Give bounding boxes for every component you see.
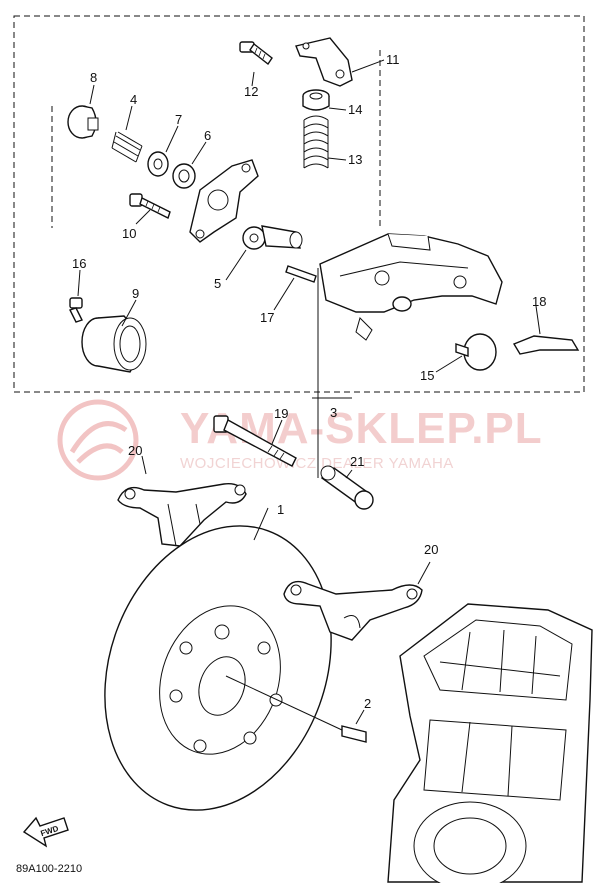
callout-18: 18 — [532, 294, 546, 309]
part-5-gear — [225, 225, 303, 281]
part-11-bracket — [295, 37, 385, 87]
part-19-bolt — [213, 415, 297, 467]
watermark: YAMA-SKLEP.PL WOJCIECHOWICZ DEALER YAMAH… — [57, 399, 542, 481]
part-21-sleeve — [320, 465, 374, 510]
diagram-code: 89A100-2210 — [16, 863, 82, 875]
callout-21: 21 — [350, 454, 364, 469]
callout-19: 19 — [274, 406, 288, 421]
part-20-pad-lower — [283, 561, 431, 641]
callout-4: 4 — [130, 92, 137, 107]
part-13-spring — [303, 115, 347, 169]
part-20-pad-upper — [117, 455, 247, 547]
callout-20-lower: 20 — [424, 542, 438, 557]
part-3-caliper-body — [319, 233, 503, 341]
part-1-brake-disc — [104, 507, 332, 811]
callout-5: 5 — [214, 276, 221, 291]
fwd-arrow-icon: FWD — [22, 816, 69, 848]
part-9-cover — [81, 299, 147, 373]
part-14-collar — [302, 89, 347, 111]
callout-3: 3 — [330, 405, 337, 420]
callouts: 1 2 3 4 5 6 7 8 9 10 11 12 13 14 15 16 1… — [72, 52, 546, 711]
callout-6: 6 — [204, 128, 211, 143]
part-12-bolt — [239, 41, 273, 87]
part-4-spring — [111, 105, 143, 163]
callout-15: 15 — [420, 368, 434, 383]
watermark-logo-mark — [69, 421, 128, 464]
part-lever-plate — [189, 159, 259, 243]
callout-13: 13 — [348, 152, 362, 167]
callout-12: 12 — [244, 84, 258, 99]
callout-7: 7 — [175, 112, 182, 127]
part-6-ring — [172, 141, 207, 189]
callout-20-upper: 20 — [128, 443, 142, 458]
callout-1: 1 — [277, 502, 284, 517]
fork-leg-casting — [387, 603, 593, 883]
callout-16: 16 — [72, 256, 86, 271]
callout-9: 9 — [132, 286, 139, 301]
watermark-logo — [57, 399, 139, 481]
watermark-subtitle: WOJCIECHOWICZ DEALER YAMAHA — [180, 455, 454, 472]
callout-14: 14 — [348, 102, 362, 117]
part-15-plunger — [435, 333, 497, 373]
part-10-bolt — [129, 193, 171, 225]
part-17-pin — [273, 265, 317, 311]
part-7-washer — [147, 125, 179, 177]
part-8-cap — [67, 84, 99, 139]
assembly-boundary — [13, 15, 585, 393]
part-2-pin — [225, 675, 367, 743]
callout-17: 17 — [260, 310, 274, 325]
callout-11: 11 — [386, 52, 400, 67]
callout-10: 10 — [122, 226, 136, 241]
callout-8: 8 — [90, 70, 97, 85]
part-18-clip — [512, 305, 580, 355]
part-16-bolt — [69, 269, 83, 323]
callout-2: 2 — [364, 696, 371, 711]
